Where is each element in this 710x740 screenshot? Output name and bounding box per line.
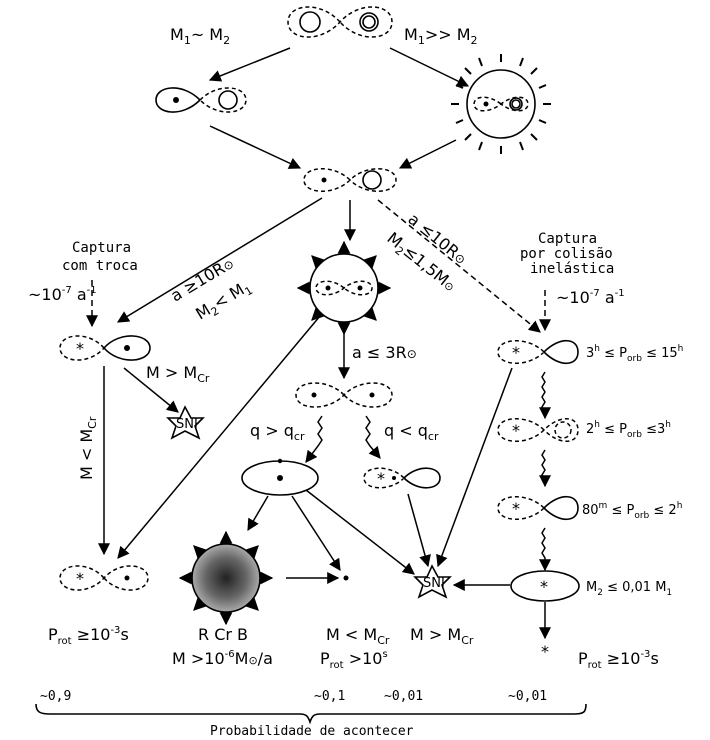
binary-bottom-left: *	[60, 566, 148, 590]
ellipse-right: *	[511, 571, 579, 601]
svg-text:M < MCr: M < MCr	[77, 416, 99, 480]
sn1-burst-center: SNI	[415, 566, 450, 597]
svg-text:Prot >10s: Prot >10s	[320, 649, 388, 671]
label-prot-right: Prot ≥10-3s	[578, 649, 659, 671]
top-binary	[288, 7, 392, 37]
svg-text:q < qcr: q < qcr	[384, 421, 439, 443]
capture-exchange-label: Captura com troca	[62, 240, 138, 274]
svg-text:*: *	[512, 421, 520, 440]
arrow-to-rcrb	[248, 496, 268, 530]
label-porb-3: 80m ≤ Porb ≤ 2h	[582, 501, 682, 521]
svg-text:M2 ≤ 0,01 M1: M2 ≤ 0,01 M1	[586, 580, 672, 598]
arrow-top-right	[390, 48, 468, 86]
label-sep-3r: a ≤ 3R⊙	[352, 343, 417, 362]
binary-right-2: *	[498, 419, 578, 442]
binary-left-level2	[156, 88, 246, 112]
binary-right-3: *	[498, 497, 578, 520]
svg-text:*: *	[512, 499, 520, 518]
prob-4: ~0,01	[508, 689, 547, 704]
binary-level3	[304, 169, 396, 192]
prob-2: ~0,1	[314, 689, 345, 704]
label-rcrb: R Cr B	[198, 625, 248, 644]
label-m-lt-mcr: M < MCr	[326, 625, 390, 647]
svg-text:R Cr B: R Cr B	[198, 625, 248, 644]
svg-text:Prot ≥10-3s: Prot ≥10-3s	[578, 649, 659, 671]
svg-text:Captura: Captura	[72, 240, 131, 256]
svg-text:*: *	[512, 343, 520, 362]
svg-text:inelástica: inelástica	[530, 261, 614, 277]
label-m2-small: M2 ≤ 0,01 M1	[586, 580, 672, 598]
svg-text:80m ≤ Porb ≤ 2h: 80m ≤ Porb ≤ 2h	[582, 501, 682, 521]
svg-text:SNI: SNI	[176, 417, 198, 432]
label-mdot: M >10-6M⊙/a	[172, 649, 273, 668]
label-m-gt-mcr-2: M > MCr	[410, 625, 474, 647]
svg-text:*: *	[76, 569, 84, 588]
svg-text:3h ≤ Porb ≤ 15h: 3h ≤ Porb ≤ 15h	[586, 344, 683, 364]
svg-text:*: *	[377, 469, 385, 488]
sn1-burst-left: SNI	[168, 407, 203, 438]
binary-right-1: *	[498, 341, 578, 364]
arrow-right-binary1-to-sn1	[438, 368, 512, 566]
arrow-q-gt	[306, 416, 322, 462]
condition-m1-much-greater-m2: M1>> M2	[404, 25, 478, 47]
arrow-top-left	[210, 48, 290, 80]
rcrb-star	[180, 532, 272, 624]
arrow-qlt-to-sn1	[408, 494, 428, 566]
rate-right: ~10-7 a-1	[556, 288, 625, 307]
binary-close	[296, 383, 392, 407]
svg-text:~10-7 a-1: ~10-7 a-1	[556, 288, 625, 307]
svg-text:2h ≤ Porb ≤3h: 2h ≤ Porb ≤3h	[586, 420, 671, 440]
svg-text:a ≤ 3R⊙: a ≤ 3R⊙	[352, 343, 417, 362]
label-m-lt-mcr-vertical: M < MCr	[77, 416, 99, 480]
svg-text:q > qcr: q > qcr	[250, 421, 305, 443]
capture-inelastic-label: Captura por colisão inelástica	[520, 231, 614, 277]
condition-m1-approx-m2: M1~ M2	[170, 25, 230, 47]
arrow-q-lt	[366, 416, 380, 458]
label-m-gt-mcr-left: M > MCr	[146, 363, 210, 385]
svg-text:*: *	[76, 339, 84, 358]
final-remnant: *	[541, 642, 549, 661]
label-prot-left: Prot ≥10-3s	[48, 625, 129, 647]
svg-text:~10-7 a-1: ~10-7 a-1	[28, 285, 97, 304]
svg-text:M >10-6M⊙/a: M >10-6M⊙/a	[172, 649, 273, 668]
svg-text:com troca: com troca	[62, 258, 138, 274]
arrow-right-chain-1	[542, 372, 545, 418]
arrow-to-dot	[292, 496, 340, 570]
svg-text:SNI: SNI	[423, 576, 445, 591]
svg-text:*: *	[540, 577, 548, 596]
svg-text:M > MCr: M > MCr	[410, 625, 474, 647]
label-porb-1: 3h ≤ Porb ≤ 15h	[586, 344, 683, 364]
common-envelope-star-center	[298, 242, 390, 334]
label-porb-2: 2h ≤ Porb ≤3h	[586, 420, 671, 440]
binary-q-lt: *	[364, 468, 440, 488]
arrow-l2-to-l3-right	[400, 140, 456, 168]
remnant-dot	[344, 576, 349, 581]
svg-text:M1>> M2: M1>> M2	[404, 25, 478, 47]
svg-text:M > MCr: M > MCr	[146, 363, 210, 385]
binary-left-capture: *	[60, 336, 150, 360]
svg-text:Captura: Captura	[538, 231, 597, 247]
arrow-right-chain-3	[542, 528, 545, 570]
svg-text:Prot ≥10-3s: Prot ≥10-3s	[48, 625, 129, 647]
probability-caption: Probabilidade de acontecer	[210, 724, 414, 739]
arrow-right-chain-2	[542, 450, 545, 486]
arrow-to-sn1-center	[306, 490, 414, 574]
probability-brace	[36, 704, 586, 722]
label-prot-mid: Prot >10s	[320, 649, 388, 671]
svg-text:M1~ M2: M1~ M2	[170, 25, 230, 47]
svg-text:M < MCr: M < MCr	[326, 625, 390, 647]
label-q-gt-qcr: q > qcr	[250, 421, 305, 443]
svg-text:por colisão: por colisão	[520, 246, 613, 262]
common-envelope-star-top	[451, 54, 551, 154]
rate-left: ~10-7 a-1	[28, 285, 97, 304]
arrow-l2-to-l3-left	[210, 126, 300, 168]
prob-1: ~0,9	[40, 689, 71, 704]
prob-3: ~0,01	[384, 689, 423, 704]
label-q-lt-qcr: q < qcr	[384, 421, 439, 443]
